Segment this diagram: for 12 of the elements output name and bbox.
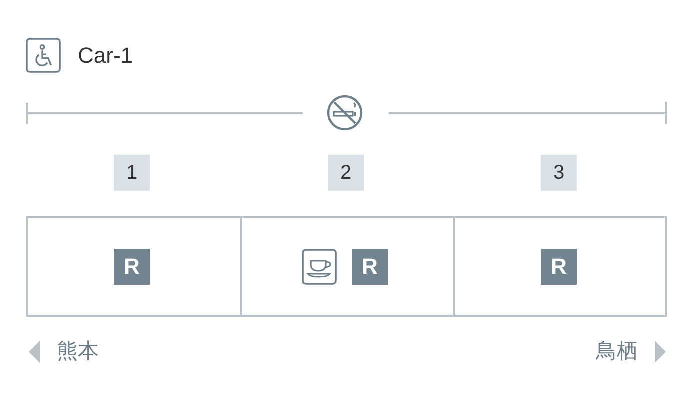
section-number: 2 <box>328 155 364 191</box>
section-number: 1 <box>114 155 150 191</box>
section-number: 3 <box>541 155 577 191</box>
car-title: Car-1 <box>78 42 134 70</box>
reserved-seat-badge: R <box>352 249 388 285</box>
car-section <box>26 216 242 317</box>
car-section <box>240 216 455 317</box>
reserved-seat-badge: R <box>541 249 577 285</box>
reserved-seat-badge: R <box>114 249 150 285</box>
station-name: 熊本 <box>57 339 99 365</box>
car-section <box>453 216 667 317</box>
station-name: 鳥栖 <box>596 339 638 365</box>
